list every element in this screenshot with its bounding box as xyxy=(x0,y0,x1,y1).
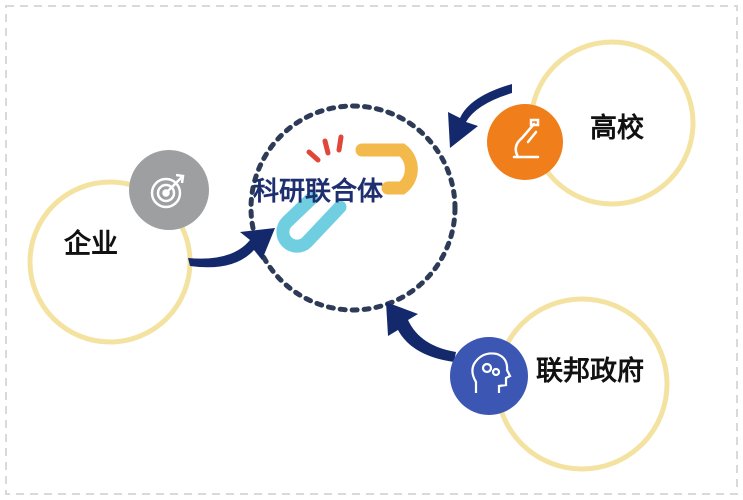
center-dotted-ring xyxy=(248,103,458,313)
government-label: 联邦政府 xyxy=(536,355,644,387)
target-icon xyxy=(150,173,185,209)
center-label: 科研联合体 xyxy=(253,176,384,207)
head-gears-icon xyxy=(471,352,512,393)
university-node: 高校 xyxy=(487,104,644,180)
government-node: 联邦政府 xyxy=(450,337,644,415)
university-label: 高校 xyxy=(590,112,644,144)
arrows xyxy=(188,84,512,362)
spark-marks xyxy=(306,134,344,163)
chain-link-cyan xyxy=(276,191,347,253)
enterprise-node: 企业 xyxy=(64,150,209,260)
microscope-icon xyxy=(512,118,540,159)
university-icon-badge xyxy=(487,104,563,180)
government-icon-badge xyxy=(450,337,528,415)
chain-link-orange xyxy=(355,143,418,195)
frame-border xyxy=(5,5,738,495)
arrow-from-university xyxy=(448,84,512,148)
arrow-from-government xyxy=(386,302,456,362)
enterprise-label: 企业 xyxy=(64,228,118,260)
arrow-from-enterprise xyxy=(188,228,275,268)
